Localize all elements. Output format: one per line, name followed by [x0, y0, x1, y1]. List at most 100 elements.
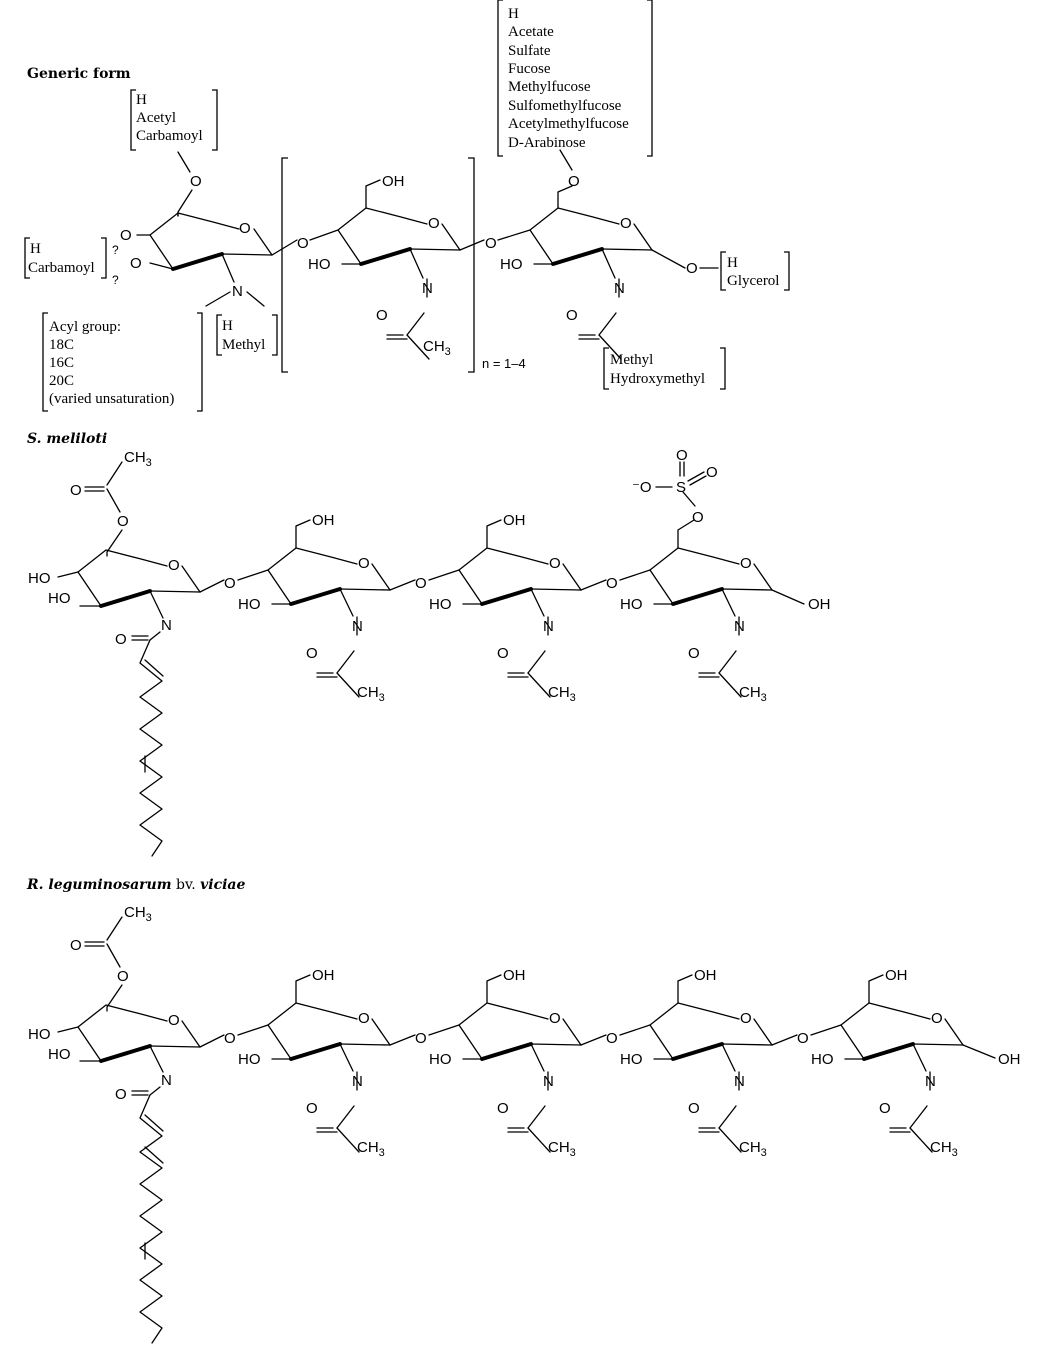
atom-o: O	[190, 173, 202, 190]
ch: CH	[548, 684, 570, 701]
glycosidic-oxygen: O	[415, 575, 427, 592]
hydroxyl: OH	[998, 1051, 1021, 1068]
question-mark: ?	[112, 273, 119, 287]
sub-3: 3	[379, 692, 385, 704]
glycosidic-oxygen: O	[415, 1030, 427, 1047]
glycosidic-oxygen: O	[485, 235, 497, 252]
ring-oxygen: O	[740, 1010, 752, 1027]
methyl-group: CH3	[357, 1139, 385, 1159]
carbonyl-oxygen: O	[115, 631, 127, 648]
ch: CH	[124, 904, 146, 921]
repeat-count-label: n = 1–4	[482, 356, 526, 371]
title-rleg-species: R. leguminosarum	[26, 877, 172, 893]
r-leguminosarum-structure: CH3 O O O HO HO N O O O OH H	[28, 904, 1021, 1344]
title-s-meliloti: S. meliloti	[27, 431, 107, 447]
ch: CH	[357, 684, 379, 701]
methyl-group: CH3	[548, 684, 576, 704]
option-h: H	[136, 92, 147, 108]
glycosidic-oxygen: O	[606, 1030, 618, 1047]
option-sulfate: Sulfate	[508, 43, 551, 59]
title-rleg-var: viciae	[200, 877, 245, 893]
option-d-arabinose: D-Arabinose	[508, 135, 586, 151]
carbonyl-oxygen: O	[306, 645, 318, 662]
methyl-group: CH3	[124, 904, 152, 924]
generic-form-structure: H Acetyl Carbamoyl O O O O ? ? H Carbamo…	[24, 0, 790, 412]
carbonyl-oxygen: O	[306, 1100, 318, 1117]
ring-2	[336, 206, 462, 266]
sub-3: 3	[761, 1147, 767, 1159]
ring-1	[76, 1003, 202, 1063]
carbonyl-oxygen: O	[70, 937, 82, 954]
hydroxyl: HO	[48, 1046, 71, 1063]
bracket-o6-right: H Acetate Sulfate Fucose Methylfucose Su…	[497, 0, 653, 157]
hydroxyl: HO	[238, 1051, 261, 1068]
hydroxyl: HO	[28, 1026, 51, 1043]
ring-oxygen: O	[549, 555, 561, 572]
ring-oxygen: O	[931, 1010, 943, 1027]
ch: CH	[739, 684, 761, 701]
ring-3	[528, 206, 654, 266]
carbonyl-oxygen: O	[70, 482, 82, 499]
ch: CH	[124, 449, 146, 466]
atom-n: N	[161, 1072, 172, 1089]
ch: CH	[548, 1139, 570, 1156]
option-h: H	[30, 241, 41, 257]
atom-o: O	[568, 173, 580, 190]
sulfur: S	[676, 479, 686, 496]
glycosidic-oxygen: O	[606, 575, 618, 592]
methyl-group: CH3	[548, 1139, 576, 1159]
hydroxyl: OH	[808, 596, 831, 613]
option-sulfomethylfucose: Sulfomethylfucose	[508, 98, 622, 114]
sub-3: 3	[445, 346, 451, 358]
sub-3: 3	[379, 1147, 385, 1159]
title-generic-form: Generic form	[27, 66, 131, 82]
glycosidic-oxygen: O	[297, 235, 309, 252]
acyl-16c: 16C	[49, 355, 74, 371]
bracket-o6-left: H Acetyl Carbamoyl	[130, 89, 218, 151]
s-meliloti-structure: CH3 O O O HO HO N O O O OH HO	[28, 447, 831, 857]
hydroxyl: HO	[238, 596, 261, 613]
carbonyl-oxygen: O	[497, 1100, 509, 1117]
sub-3: 3	[146, 457, 152, 469]
option-acetylmethylfucose: Acetylmethylfucose	[508, 116, 629, 132]
hydroxyl: HO	[28, 570, 51, 587]
acyl-18c: 18C	[49, 337, 74, 353]
hydroxyl: OH	[694, 967, 717, 984]
sulfate-anion-oxygen: ⁻O	[632, 479, 652, 496]
option-glycerol: Glycerol	[727, 273, 779, 289]
atom-o: O	[692, 509, 704, 526]
ring-3	[457, 1001, 583, 1061]
ring-3	[457, 546, 583, 606]
carbonyl-oxygen: O	[688, 1100, 700, 1117]
glycosidic-oxygen: O	[224, 1030, 236, 1047]
ring-oxygen: O	[168, 1012, 180, 1029]
question-mark: ?	[112, 243, 119, 257]
bracket-n-methyl: H Methyl	[216, 314, 278, 356]
ring-1	[76, 548, 202, 608]
hydroxyl: OH	[503, 512, 526, 529]
acyl-20c: 20C	[49, 373, 74, 389]
ring-oxygen: O	[428, 215, 440, 232]
glycosidic-oxygen: O	[797, 1030, 809, 1047]
hydroxyl: HO	[308, 256, 331, 273]
hydroxyl: HO	[620, 1051, 643, 1068]
ring-2	[266, 546, 392, 606]
ring-oxygen: O	[549, 1010, 561, 1027]
methyl-group: CH3	[739, 1139, 767, 1159]
sub-3: 3	[146, 912, 152, 924]
option-acetate: Acetate	[508, 24, 554, 40]
ring-1	[148, 211, 274, 271]
option-h: H	[727, 255, 738, 271]
ring-2	[266, 1001, 392, 1061]
ring-4	[648, 1001, 774, 1061]
hydroxyl: OH	[885, 967, 908, 984]
carbonyl-oxygen: O	[376, 307, 388, 324]
methyl-group: CH3	[124, 449, 152, 469]
ch: CH	[930, 1139, 952, 1156]
ring-5	[839, 1001, 965, 1061]
option-h: H	[508, 6, 519, 22]
sub-3: 3	[952, 1147, 958, 1159]
methyl-group: CH3	[930, 1139, 958, 1159]
glycosidic-oxygen: O	[224, 575, 236, 592]
